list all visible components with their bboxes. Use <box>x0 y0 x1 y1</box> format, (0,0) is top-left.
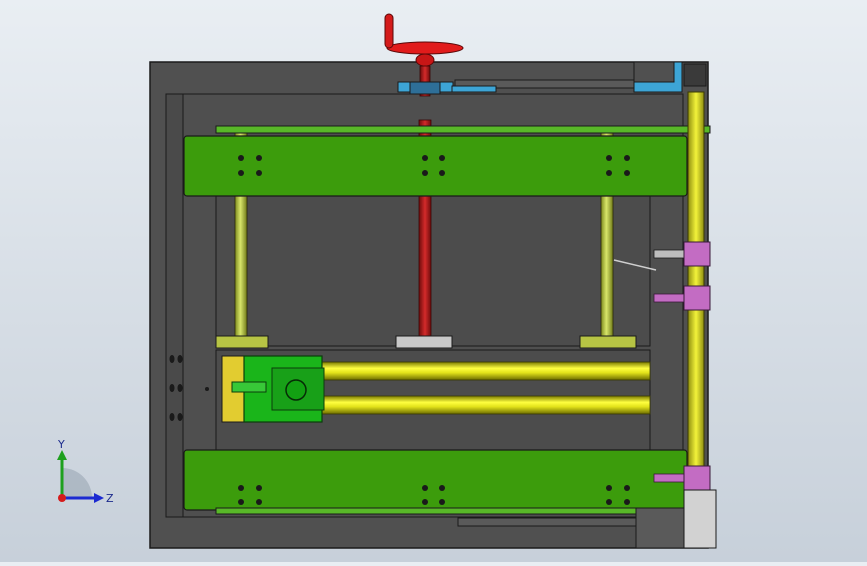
triad-x-origin-icon <box>58 494 66 502</box>
rod-base-pad-right <box>579 335 637 349</box>
handwheel-handle[interactable] <box>384 13 394 49</box>
bottom-right-foot <box>683 489 717 549</box>
top-bracket-blue-left-tab <box>451 85 497 93</box>
top-bearing-housing <box>409 81 441 95</box>
spring-wire <box>613 259 657 271</box>
lower-plate-bolt-holes <box>238 485 630 505</box>
triad-z-label: Z <box>106 492 114 505</box>
top-bracket-blue-right-notch <box>633 61 675 83</box>
sliding-block-bolt <box>231 381 267 393</box>
upper-moving-plate[interactable] <box>183 135 688 197</box>
clamp-lower[interactable] <box>653 465 711 491</box>
clamp-upper[interactable] <box>653 241 711 267</box>
screw-bearing-block <box>395 335 453 349</box>
top-right-corner-block <box>683 63 707 87</box>
triad-z-arrow-icon <box>94 493 104 503</box>
handwheel[interactable] <box>384 13 464 67</box>
rod-base-pad-left <box>215 335 269 349</box>
upper-plate-bolt-holes <box>238 155 630 176</box>
bottom-right-bracket[interactable] <box>635 507 685 549</box>
handwheel-hub <box>415 53 435 67</box>
bottom-bracket-rail <box>457 517 639 527</box>
coordinate-triad: Y Z <box>57 438 114 505</box>
upper-plate-edge <box>215 125 711 134</box>
guide-window <box>215 195 651 347</box>
triad-y-arrow-icon <box>57 450 67 460</box>
sliding-block-pin[interactable] <box>285 379 307 401</box>
triad-orientation-quadrant <box>62 468 92 498</box>
clamp-middle[interactable] <box>653 285 711 311</box>
handwheel-rim[interactable] <box>386 41 464 55</box>
triad-y-label: Y <box>57 438 65 451</box>
frame-left-post <box>165 93 184 518</box>
sliding-block-assembly[interactable] <box>221 355 325 423</box>
side-mounting-holes <box>169 355 209 421</box>
